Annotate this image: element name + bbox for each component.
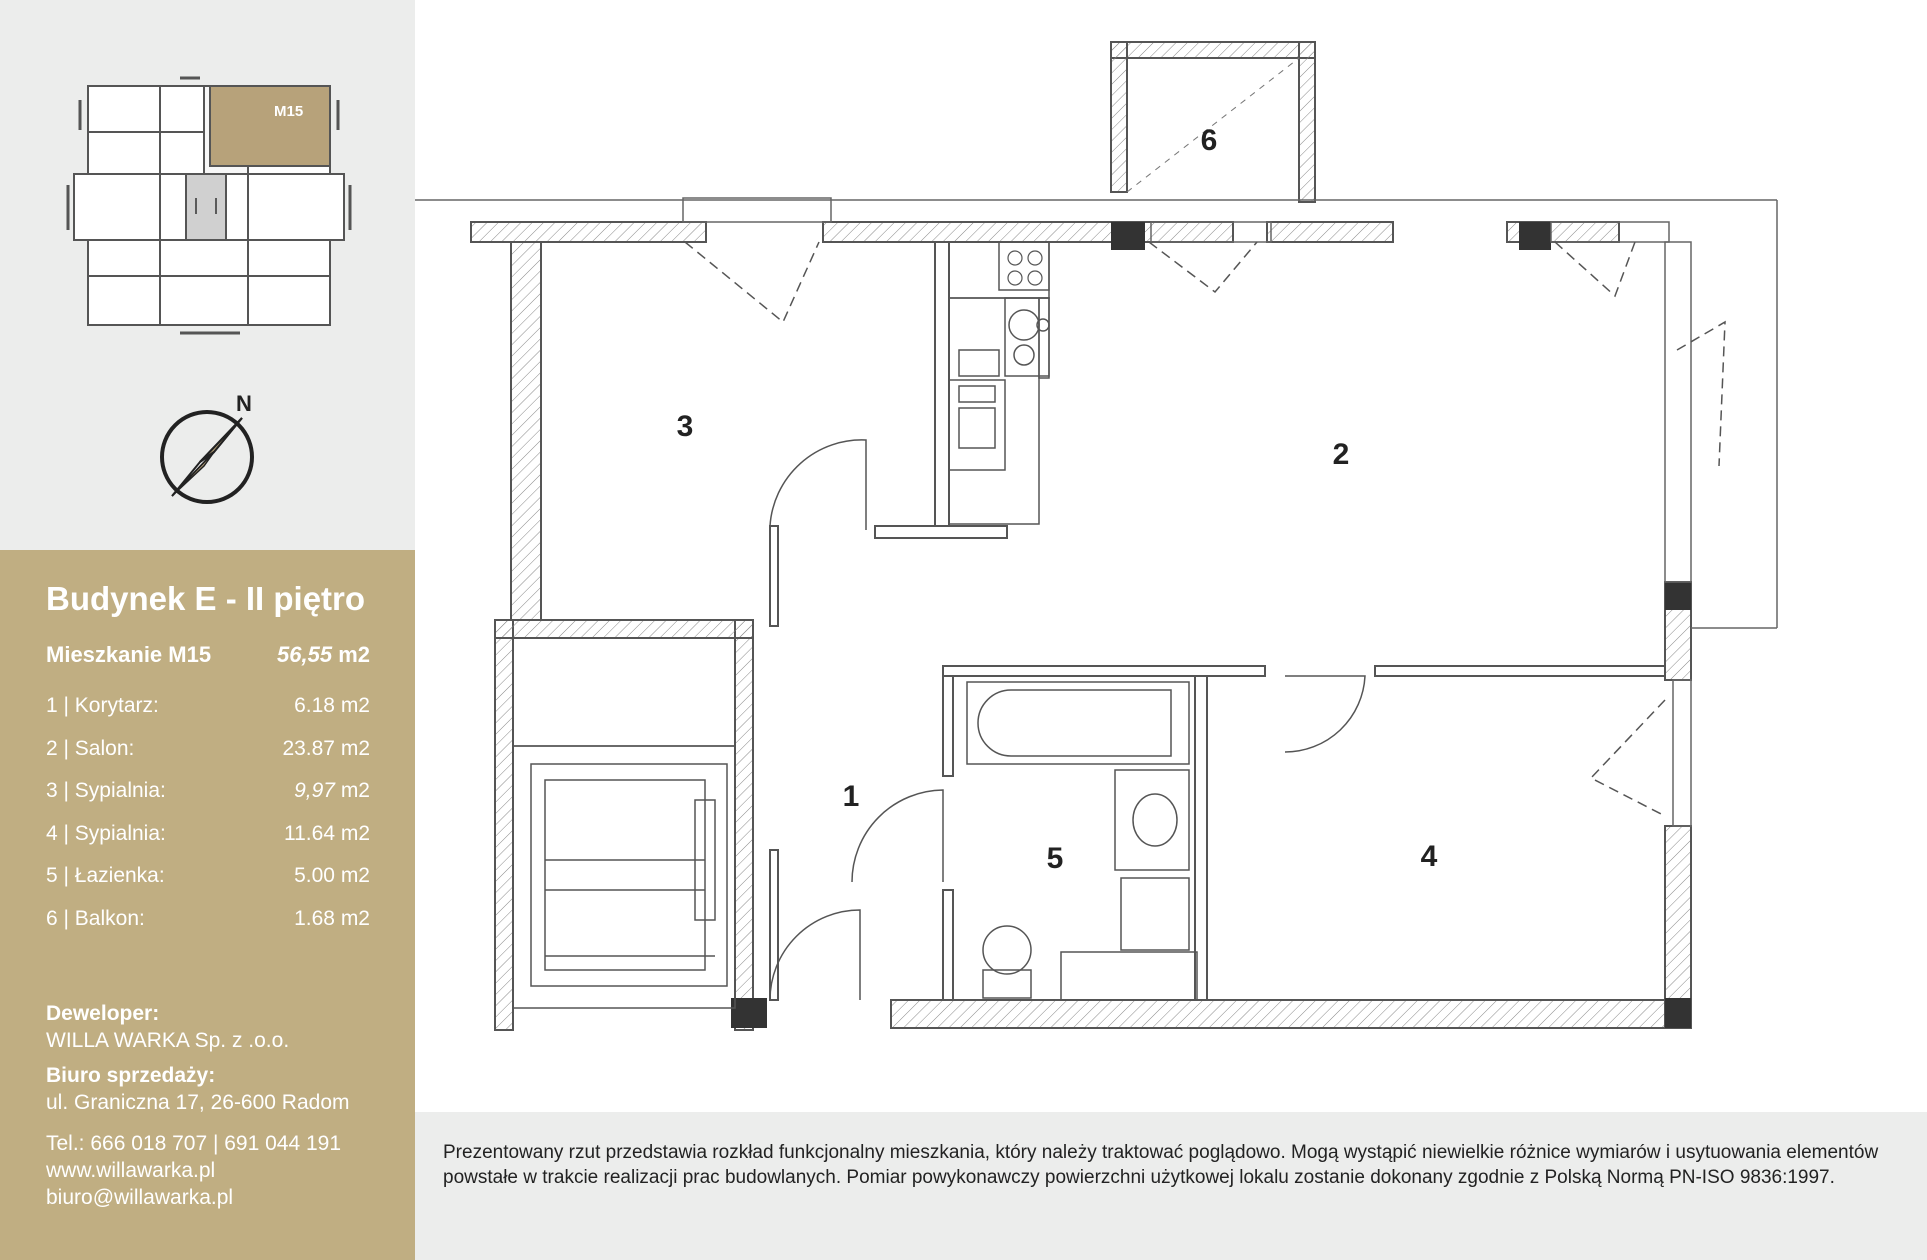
apartment-label: Mieszkanie M15 — [46, 642, 212, 667]
room-area: 6.18 m2 — [294, 694, 370, 717]
building-keyplan: M15 N — [66, 76, 352, 504]
room-area-unit: m2 — [340, 779, 370, 802]
room-row: 3 | Sypialnia: 9,97 m2 — [46, 778, 370, 821]
office-address: ul. Graniczna 17, 26-600 Radom — [46, 1091, 350, 1114]
room-number-6: 6 — [1201, 124, 1218, 157]
room-area: 5.00 m2 — [294, 864, 370, 887]
room-area-value: 9,97 — [294, 779, 335, 802]
office-label: Biuro sprzedaży: — [46, 1064, 216, 1087]
room-label: 1 | Korytarz: — [46, 694, 159, 717]
room-number-3: 3 — [677, 410, 694, 443]
keyplan-panel: M15 N — [0, 0, 415, 550]
room-number-2: 2 — [1333, 438, 1350, 471]
room-list: 1 | Korytarz: 6.18 m2 2 | Salon: 23.87 m… — [46, 693, 370, 948]
room-row: 1 | Korytarz: 6.18 m2 — [46, 693, 370, 736]
keyplan-unit-label: M15 — [274, 103, 303, 120]
floor-plan: 1 2 3 4 5 6 — [415, 41, 1778, 1031]
room-row: 4 | Sypialnia: 11.64 m2 — [46, 821, 370, 864]
developer-label: Deweloper: — [46, 1002, 160, 1025]
email-link[interactable]: biuro@willawarka.pl — [46, 1186, 234, 1209]
apartment-area-unit: m2 — [338, 642, 370, 667]
apartment-total-area: 56,55 m2 — [277, 642, 370, 668]
room-label: 5 | Łazienka: — [46, 864, 165, 887]
apartment-info-panel: Budynek E - II piętro Mieszkanie M15 56,… — [0, 550, 415, 1260]
room-number-5: 5 — [1047, 842, 1064, 875]
website-link[interactable]: www.willawarka.pl — [46, 1159, 216, 1182]
room-row: 2 | Salon: 23.87 m2 — [46, 736, 370, 779]
building-floor-title: Budynek E - II piętro — [46, 580, 366, 617]
room-area: 11.64 m2 — [284, 821, 370, 845]
keyplan-unit-m15 — [209, 85, 331, 167]
apartment-summary: Mieszkanie M15 56,55 m2 — [46, 642, 370, 668]
room-number-1: 1 — [843, 780, 860, 813]
room-label: 3 | Sypialnia: — [46, 779, 166, 802]
room-area: 9,97 m2 — [294, 778, 370, 804]
room-area: 23.87 m2 — [282, 736, 370, 760]
room-label: 4 | Sypialnia: — [46, 821, 166, 845]
compass-icon — [160, 410, 254, 504]
apartment-area-value: 56,55 — [277, 642, 333, 667]
phone-numbers: Tel.: 666 018 707 | 691 044 191 — [46, 1132, 342, 1155]
room-number-4: 4 — [1421, 840, 1438, 873]
room-area: 1.68 m2 — [294, 906, 370, 930]
room-label: 6 | Balkon: — [46, 906, 145, 930]
disclaimer-panel: Prezentowany rzut przedstawia rozkład fu… — [415, 1112, 1927, 1260]
disclaimer-text: Prezentowany rzut przedstawia rozkład fu… — [443, 1142, 1879, 1188]
room-label: 2 | Salon: — [46, 736, 135, 760]
room-row: 6 | Balkon: 1.68 m2 — [46, 906, 370, 949]
developer-contact: Deweloper: WILLA WARKA Sp. z .o.o. Biuro… — [46, 1000, 350, 1211]
room-row: 5 | Łazienka: 5.00 m2 — [46, 863, 370, 906]
developer-name: WILLA WARKA Sp. z .o.o. — [46, 1029, 290, 1052]
north-label: N — [236, 391, 252, 416]
